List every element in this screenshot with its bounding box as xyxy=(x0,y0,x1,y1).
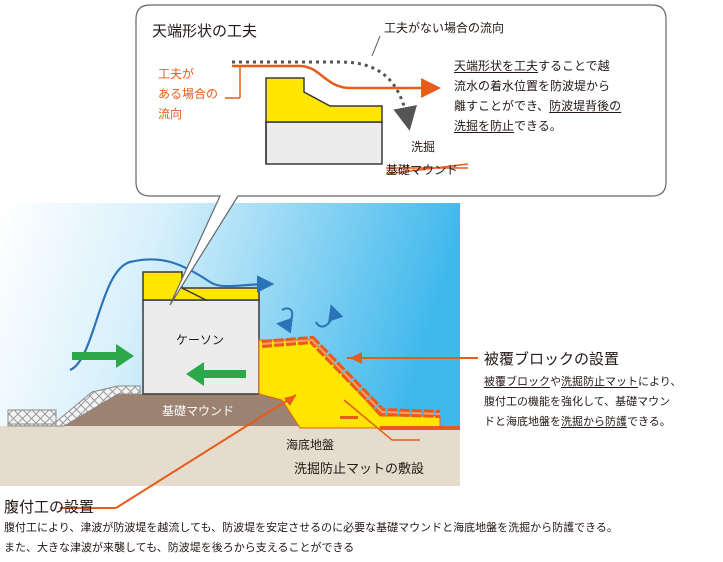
callout-mound-label: 基礎マウンド xyxy=(386,163,459,177)
bottom-desc-line: また、大きな津波が来襲しても、防波堤を後ろから支えることができる xyxy=(4,541,355,554)
with-feature-flow xyxy=(232,64,441,98)
block-desc-line: 腹付工の機能を強化して、基礎マウン xyxy=(484,395,671,408)
green-arrow-left xyxy=(72,344,134,368)
with-feature-line-1: 工夫が xyxy=(158,67,195,81)
seabed xyxy=(0,426,460,486)
callout-title: 天端形状の工夫 xyxy=(152,22,258,40)
bottom-section-description: 腹付工により、津波が防波堤を越流しても、防波堤を安定させるのに必要な基礎マウンド… xyxy=(4,518,618,558)
block-section-description: 被覆ブロックや洗掘防止マットにより、 腹付工の機能を強化して、基礎マウン ドと海… xyxy=(484,372,681,432)
block-desc-line: 被覆ブロックや洗掘防止マットにより、 xyxy=(484,375,682,388)
green-arrow-right xyxy=(186,362,246,386)
block-desc-line: ドと海底地盤を洗掘から防護できる。 xyxy=(484,415,671,428)
block-section-title: 被覆ブロックの設置 xyxy=(484,350,620,368)
caisson-label: ケーソン xyxy=(176,333,225,347)
overflow-wave xyxy=(69,258,275,372)
callout-description: 天端形状を工夫することで越 流水の着水位置を防波堤から 離すことができ、防波堤背… xyxy=(454,56,621,136)
scour-mat-label: 洗掘防止マットの敷設 xyxy=(294,462,425,477)
bottom-section-title: 腹付工の設置 xyxy=(4,498,95,516)
no-feature-flow-label: 工夫がない場合の流向 xyxy=(384,21,505,35)
bottom-desc-line: 腹付工により、津波が防波堤を越流しても、防波堤を安定させるのに必要な基礎マウンド… xyxy=(4,521,618,534)
left-armor-blocks xyxy=(7,385,141,427)
with-feature-line-2: ある場合の xyxy=(158,87,219,101)
callout-parapet xyxy=(265,77,383,123)
callout-desc-line: 洗掘を防止できる。 xyxy=(454,119,562,133)
seabed-label: 海底地盤 xyxy=(286,438,335,452)
callout-caisson xyxy=(265,121,383,165)
callout-desc-line: 流水の着水位置を防波堤から xyxy=(454,79,611,93)
with-feature-flow-label: 工夫が ある場合の 流向 xyxy=(158,64,218,124)
foundation-mound xyxy=(60,394,318,426)
scour-label: 洗掘 xyxy=(411,140,436,154)
mound-label: 基礎マウンド xyxy=(162,404,235,418)
callout-desc-line: 離すことができ、防波堤背後の xyxy=(454,99,622,113)
callout-desc-line: 天端形状を工夫することで越 xyxy=(454,59,610,73)
with-feature-line-3: 流向 xyxy=(158,107,183,121)
